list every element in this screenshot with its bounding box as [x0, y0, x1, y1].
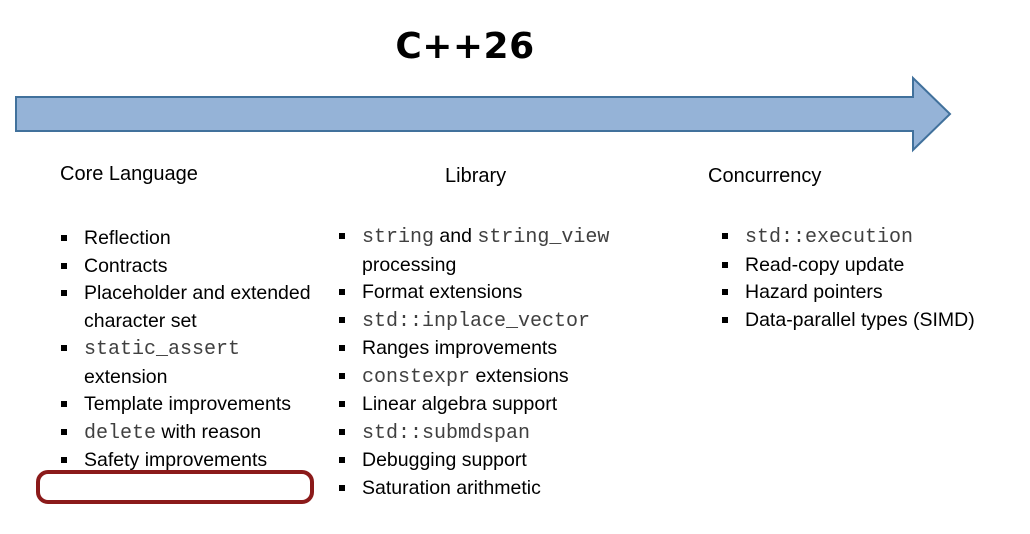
item-text: Safety improvements — [84, 449, 268, 471]
item-text: Data-parallel types (SIMD) — [745, 308, 975, 331]
list-item: std::submdspan — [336, 419, 671, 448]
bullet-icon — [61, 290, 67, 296]
list-item: std::execution — [719, 223, 1024, 252]
list-item: Reflection — [58, 225, 328, 253]
bullet-icon — [61, 457, 67, 463]
item-text: Format extensions — [362, 281, 523, 303]
bullet-icon — [722, 261, 728, 268]
item-text: Placeholder and extended character set — [84, 282, 311, 332]
list-item: Linear algebra support — [336, 391, 671, 419]
list-item: string and string_view processing — [336, 223, 671, 279]
list-item: Hazard pointers — [719, 279, 1024, 307]
list-item-highlighted: Safety improvements — [58, 447, 328, 475]
bullet-icon — [722, 289, 728, 295]
item-text: and — [434, 225, 478, 247]
code-term: delete — [84, 421, 157, 445]
list-item: Contracts — [58, 253, 328, 281]
diagram-title: C++26 — [395, 26, 535, 67]
bullet-icon — [339, 345, 345, 351]
list-item: Saturation arithmetic — [336, 475, 671, 503]
item-text: with reason — [156, 420, 262, 443]
bullet-icon — [61, 235, 67, 241]
bullet-icon — [339, 316, 345, 323]
item-text: Read-copy update — [745, 253, 905, 276]
bullet-icon — [339, 289, 345, 295]
bullet-icon — [339, 401, 345, 407]
item-text: Debugging support — [362, 449, 527, 471]
safety-improvements-highlight — [36, 470, 314, 504]
bullet-icon — [61, 428, 67, 435]
heading-library: Library — [445, 165, 507, 187]
code-term: constexpr — [362, 365, 471, 389]
list-item: Debugging support — [336, 447, 671, 475]
item-text: Reflection — [84, 227, 171, 249]
code-term: std::execution — [745, 226, 914, 249]
item-text: Linear algebra support — [362, 393, 558, 415]
bullet-icon — [722, 233, 728, 239]
item-text: Ranges improvements — [362, 337, 558, 359]
bullet-icon — [339, 457, 345, 463]
item-text: extensions — [470, 364, 569, 387]
list-item: Ranges improvements — [336, 335, 671, 363]
code-term: std::submdspan — [362, 421, 531, 445]
item-text: Template improvements — [84, 393, 291, 415]
item-text: processing — [362, 253, 457, 276]
bullet-icon — [339, 372, 345, 379]
list-item: Format extensions — [336, 279, 671, 307]
bullet-icon — [339, 233, 345, 239]
timeline-arrow — [15, 75, 952, 153]
list-item: std::inplace_vector — [336, 307, 671, 336]
list-item: static_assert extension — [58, 335, 328, 391]
item-text: Contracts — [84, 254, 168, 277]
list-item: Placeholder and extended character set — [58, 280, 328, 335]
bullet-icon — [61, 345, 67, 351]
heading-core-language: Core Language — [60, 163, 198, 185]
list-item: Read-copy update — [719, 252, 1024, 280]
item-text: extension — [84, 365, 168, 388]
code-term: string — [362, 226, 435, 249]
code-term: string_view — [477, 226, 610, 249]
bullet-icon — [339, 484, 345, 491]
code-term: std::inplace_vector — [362, 309, 591, 333]
bullet-icon — [722, 316, 728, 323]
list-item: Data-parallel types (SIMD) — [719, 307, 1024, 335]
list-item: constexpr extensions — [336, 363, 671, 392]
bullet-icon — [339, 428, 345, 435]
bullet-icon — [61, 401, 67, 407]
item-text: Saturation arithmetic — [362, 476, 541, 499]
heading-concurrency: Concurrency — [708, 165, 822, 187]
list-item: Template improvements — [58, 391, 328, 419]
item-text: Hazard pointers — [745, 281, 883, 303]
code-term: static_assert — [84, 338, 241, 361]
list-item: delete with reason — [58, 419, 328, 448]
bullet-icon — [61, 262, 67, 269]
timeline-arrow-shape — [15, 75, 952, 153]
